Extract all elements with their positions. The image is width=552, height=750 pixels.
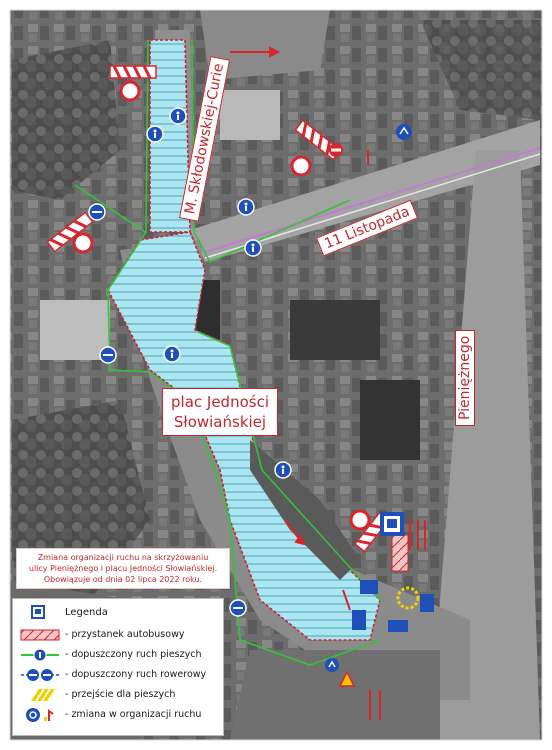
traffic-arrows: [230, 46, 426, 720]
legend-item-crossing: - przejście dla pieszych: [13, 685, 223, 705]
legend-label: - dopuszczony ruch rowerowy: [65, 669, 207, 680]
square-label-line2: Słowiańskiej: [173, 413, 267, 431]
legend-item-bicycle: - dopuszczony ruch rowerowy: [13, 665, 223, 685]
legend-label: - przystanek autobusowy: [65, 629, 185, 640]
square-label-line1: plac Jedności: [171, 393, 269, 411]
bicycle-icon: [21, 669, 59, 681]
legend-item-bus-stop: - przystanek autobusowy: [13, 625, 223, 645]
legend-title: Legenda: [65, 607, 108, 618]
map-legend: Legenda - przystanek autobusowy - dopusz…: [12, 598, 224, 736]
bus-stop-sign: [380, 512, 404, 536]
pedestrian-signs: [88, 107, 412, 687]
tram-line: [204, 147, 541, 253]
crosswalk-icon: [31, 689, 55, 701]
bus-stop-icon: [31, 605, 45, 619]
notice-line-2: ulicy Pieniężnego i placu Jedności Słowi…: [28, 564, 218, 573]
bus-stop-hatch-icon: [20, 629, 60, 641]
road-closure-barriers: [46, 65, 391, 553]
legend-item-pedestrian: - dopuszczony ruch pieszych: [13, 645, 223, 665]
bus-stop-area: [391, 534, 409, 572]
shared-space-zone: [107, 39, 381, 641]
traffic-change-notice: Zmiana organizacji ruchu na skrzyżowaniu…: [16, 548, 230, 589]
pedestrian-crossings: [352, 580, 434, 632]
square-label-plac-jednosci: plac Jedności Słowiańskiej: [162, 388, 278, 436]
notice-line-3: Obowiązuje od dnia 02 lipca 2022 roku.: [43, 575, 203, 584]
pedestrian-icon: [21, 648, 59, 662]
notice-line-1: Zmiana organizacji ruchu na skrzyżowaniu: [37, 553, 209, 562]
legend-label: - przejście dla pieszych: [65, 689, 176, 700]
street-label-pienieznego: Pieniężnego: [455, 329, 475, 426]
roundabout-and-turn-icon: [26, 708, 54, 722]
legend-label: - zmiana w organizacji ruchu: [65, 709, 202, 720]
legend-item-traffic-change: - zmiana w organizacji ruchu: [13, 705, 223, 725]
legend-label: - dopuszczony ruch pieszych: [65, 649, 202, 660]
